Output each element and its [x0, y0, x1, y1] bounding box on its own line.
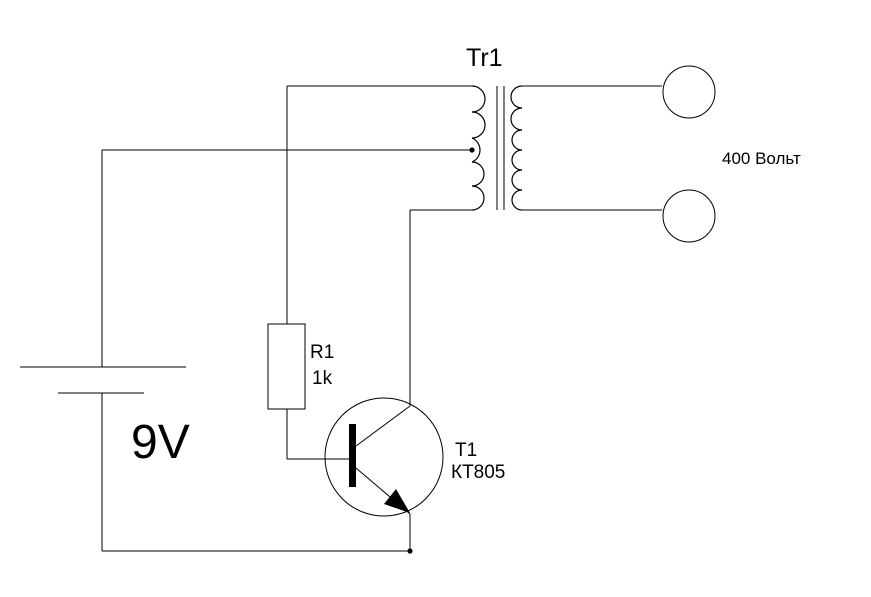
primary-coil-turn — [471, 161, 485, 187]
output-terminal-bottom — [662, 189, 716, 243]
primary-coil-turn — [471, 137, 481, 163]
output-voltage-label: 400 Вольт — [722, 149, 801, 168]
transistor-t1 — [324, 397, 444, 517]
junction-dot-center-tap — [469, 147, 475, 153]
transformer-ref-label: Tr1 — [466, 44, 503, 72]
primary-coil-turn — [471, 111, 486, 139]
emitter-arrow-icon — [384, 489, 410, 513]
transistor-base-bar — [349, 424, 356, 487]
resistor-r1-body — [267, 323, 306, 410]
secondary-coil-turn — [510, 107, 523, 131]
resistor-ref-label: R1 — [310, 342, 334, 363]
transistor-envelope — [324, 397, 444, 517]
secondary-coil-turn — [510, 85, 523, 109]
resistor-value-label: 1k — [312, 368, 333, 389]
transistor-ref-label: T1 — [455, 440, 477, 461]
transistor-collector — [355, 405, 411, 447]
transformer-secondary-winding — [510, 85, 523, 211]
transformer-primary-winding — [471, 85, 486, 211]
secondary-coil-turn — [511, 169, 523, 191]
primary-coil-turn — [471, 85, 486, 113]
primary-coil-turn — [471, 185, 485, 211]
secondary-coil-turn — [511, 189, 523, 211]
secondary-coil-turn — [511, 129, 523, 151]
junction-dot-ground — [407, 548, 413, 554]
battery — [20, 366, 186, 394]
transistor-model-label: КТ805 — [451, 462, 505, 483]
battery-voltage-label: 9V — [131, 416, 190, 469]
secondary-coil-turn — [511, 149, 523, 171]
output-terminal-top — [662, 65, 716, 119]
